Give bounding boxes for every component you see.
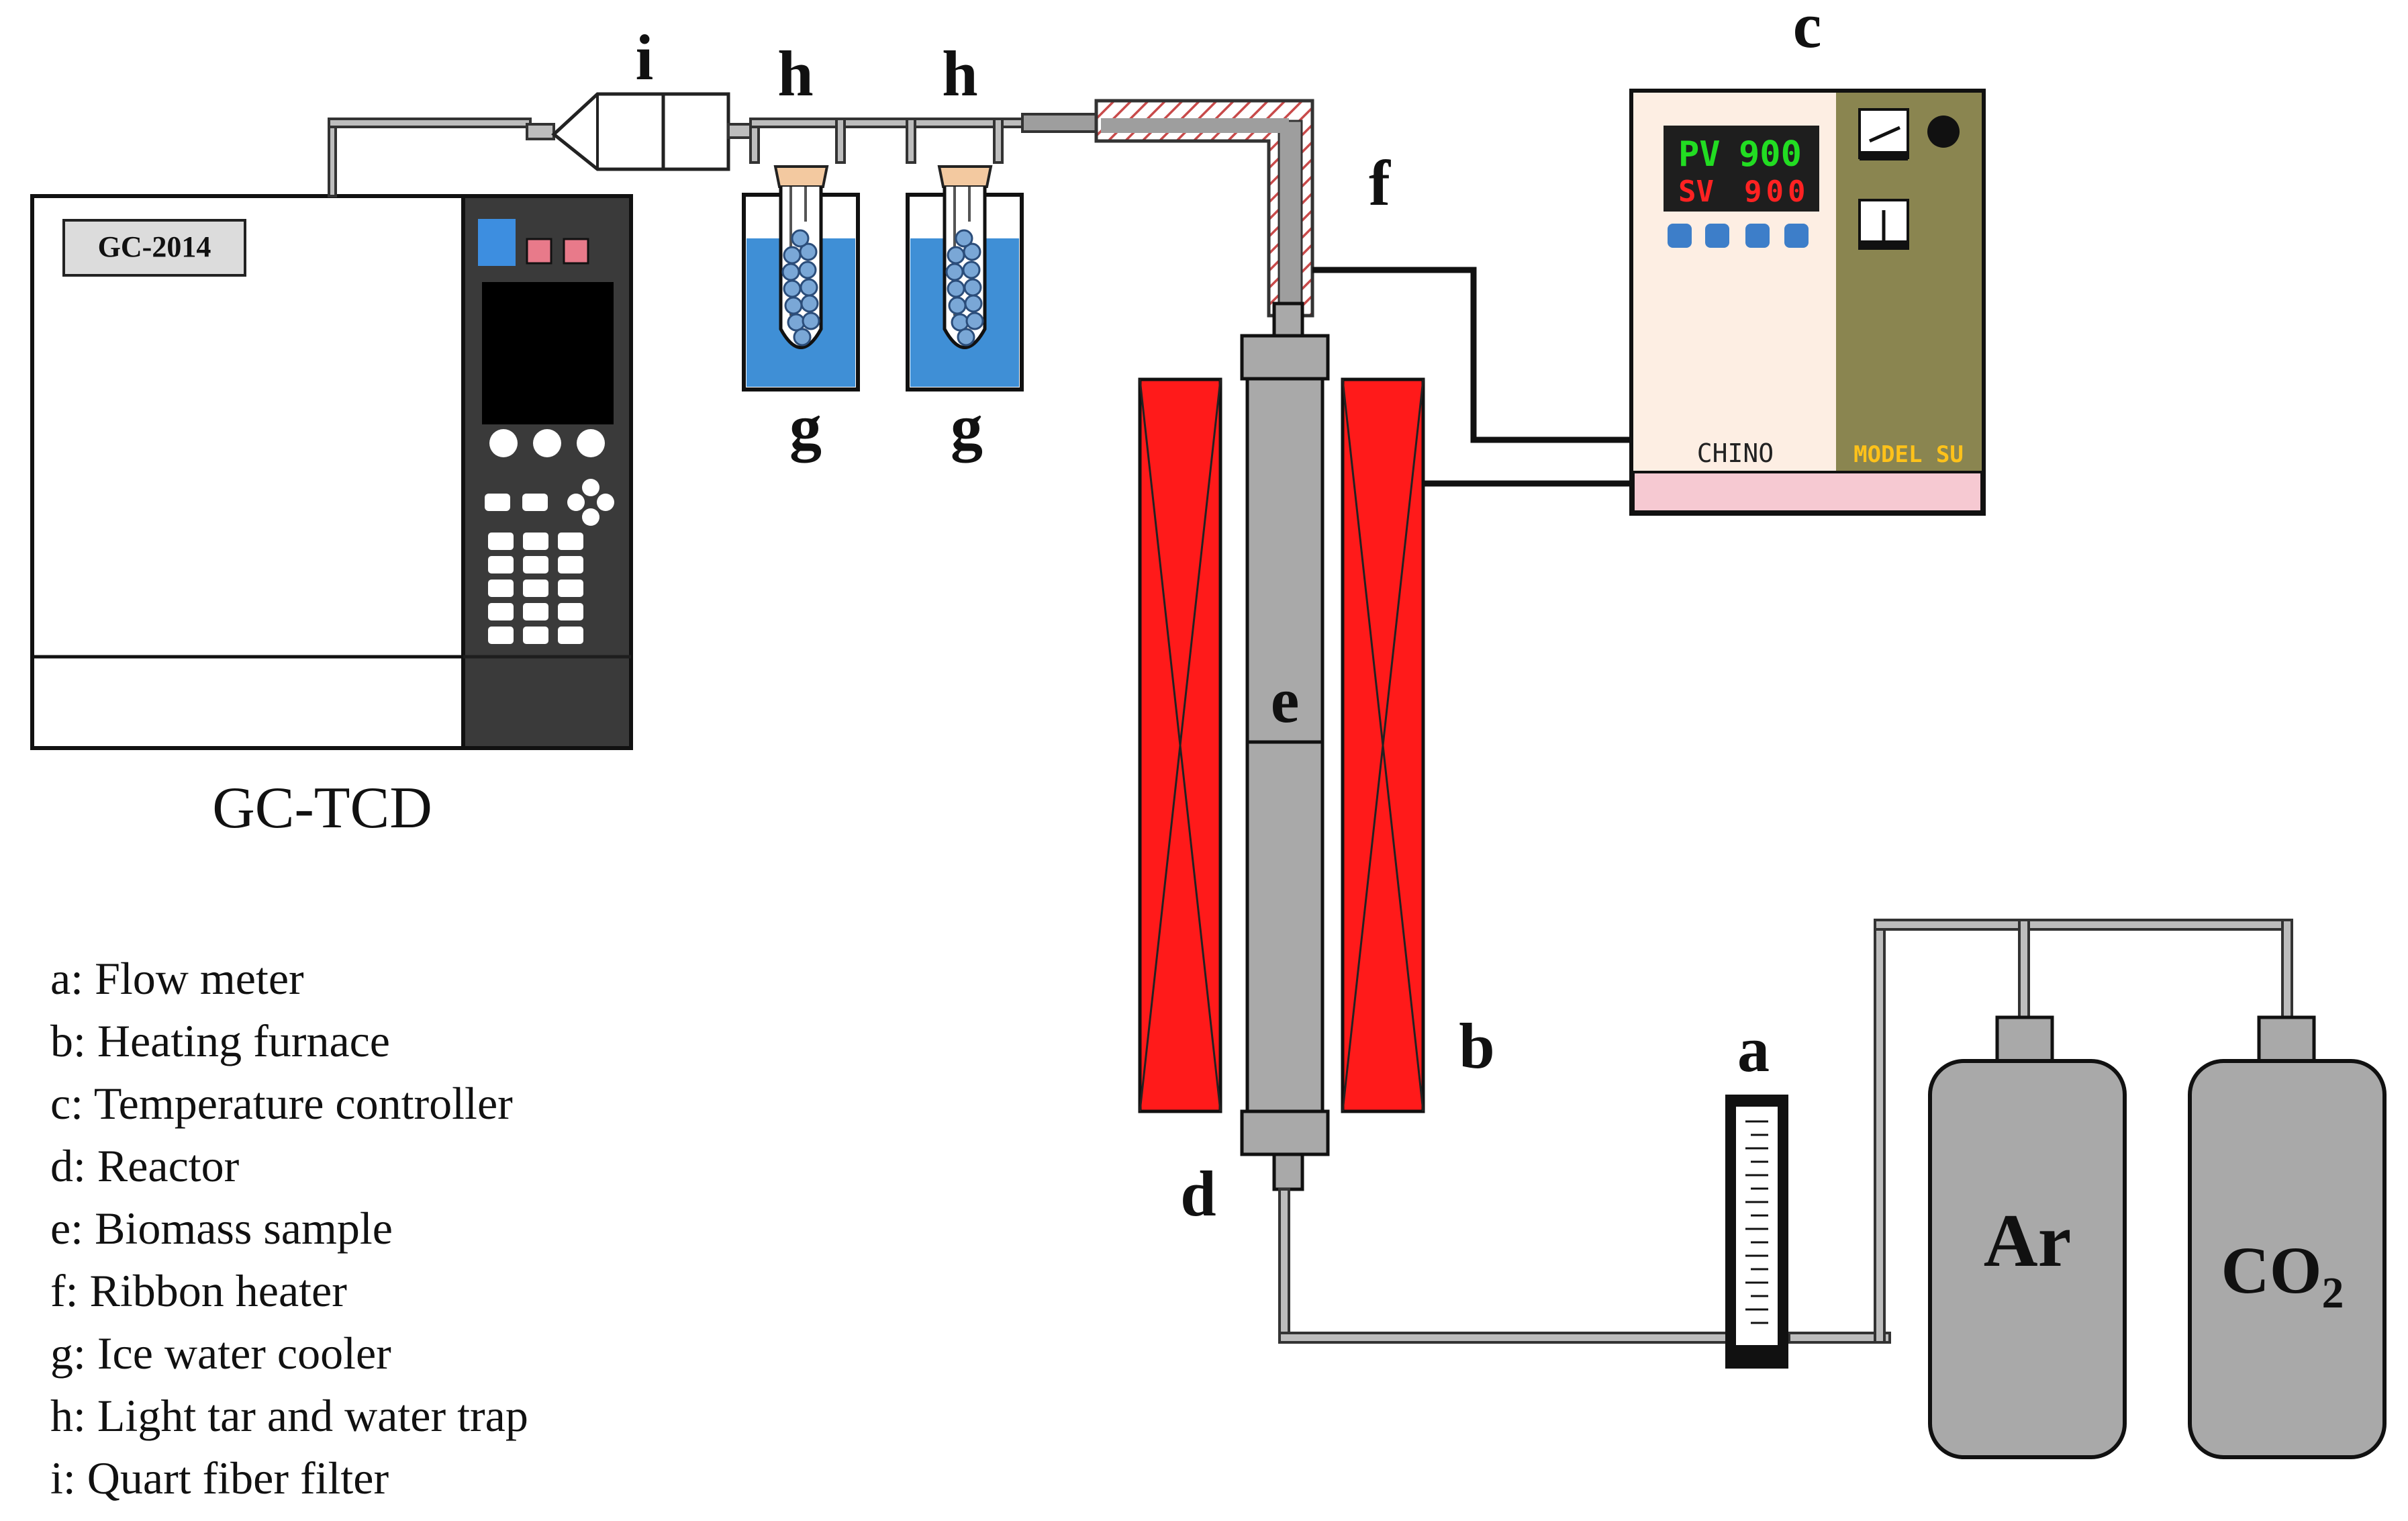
ribbon-heater: f [1021,99,1391,318]
temperature-controller: PV 900 SV 900 CHINO MODEL SU c [1629,0,1986,516]
pv-value: 900 [1739,134,1802,175]
controller-bottom-strip [1632,471,1983,513]
gc-knob-2 [533,429,561,457]
flow-meter-scale [1745,1120,1768,1324]
label-f: f [1369,147,1391,219]
gc-model-badge-text: GC-2014 [98,230,211,263]
gc-main-body [30,194,465,750]
meter-gauge-2 [1858,199,1909,250]
gc-display-screen [482,282,614,424]
gc-knob-3 [577,429,605,457]
controller-display [1664,126,1819,212]
pv-label: PV [1678,134,1721,175]
sv-label: SV [1678,175,1714,209]
trap-1: h g [742,38,860,463]
legend-item: a: Flow meter [50,953,304,1004]
legend-item: f: Ribbon heater [50,1265,347,1316]
label-b: b [1459,1010,1494,1082]
legend-item: i: Quart fiber filter [50,1453,389,1504]
legend-item: b: Heating furnace [50,1015,390,1066]
gc-keypad [488,533,583,644]
heating-furnace: b [1138,377,1495,1113]
label-i: i [636,21,654,93]
legend-item: d: Reactor [50,1140,240,1191]
gc-model-badge [62,219,246,277]
reactor: e d [1180,302,1330,1230]
label-h2: h [942,38,977,109]
label-e: e [1271,664,1300,736]
gc-title: GC-TCD [212,776,432,841]
controller-model: MODEL SU [1853,441,1964,468]
co2-cylinder: CO2 [2188,1015,2387,1459]
legend-item: h: Light tar and water trap [50,1390,528,1441]
gc-blue-button [478,219,516,266]
legend-item: e: Biomass sample [50,1203,393,1254]
gc-tcd-instrument: GC-2014 GC-TCD [30,194,633,841]
legend-item: c: Temperature controller [50,1078,513,1129]
controller-brand: CHINO [1697,439,1774,468]
label-a: a [1737,1013,1770,1085]
flow-meter: a [1725,1013,1788,1369]
gc-control-panel [461,194,633,750]
label-d: d [1180,1158,1216,1230]
co2-label: CO2 [2221,1233,2344,1318]
glass-beads-2 [945,229,984,347]
legend: a: Flow meter b: Heating furnace c: Temp… [50,953,528,1504]
meter-gauge-1 [1858,108,1909,160]
controller-wires [1312,267,1638,487]
gc-pink-button-1 [526,238,552,265]
gc-knob-1 [489,429,518,457]
argon-cylinder: Ar [1928,1015,2127,1459]
co2-label-main: CO [2221,1233,2322,1307]
trap-2: h g [906,38,1024,463]
legend-item: g: Ice water cooler [50,1328,391,1379]
gas-line-top [328,118,555,197]
co2-label-subscript: 2 [2322,1269,2344,1318]
label-g2: g [951,391,983,463]
label-g1: g [789,391,822,463]
label-c: c [1793,0,1822,61]
argon-label: Ar [1984,1199,2072,1283]
trap-connection-line [727,118,1024,164]
sv-value: 900 [1744,175,1809,209]
indicator-lamp [1927,116,1960,148]
quartz-fiber-filter: i [551,21,730,171]
gc-pink-button-2 [563,238,589,265]
controller-buttons [1668,224,1809,248]
label-h1: h [777,38,813,109]
gc-dpad [567,479,614,526]
glass-beads-1 [781,229,820,347]
